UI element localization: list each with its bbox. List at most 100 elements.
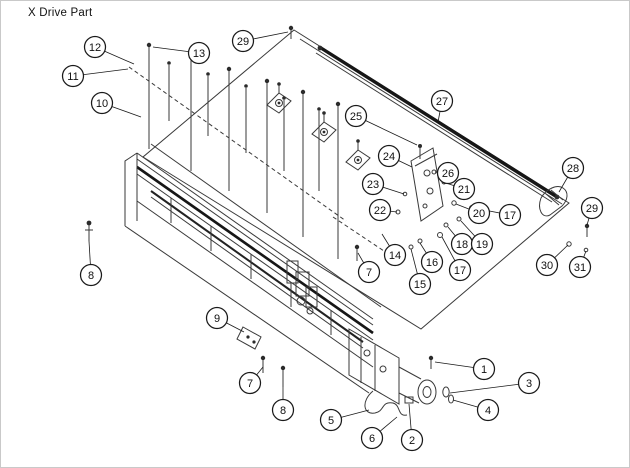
- callout-number: 14: [389, 250, 401, 262]
- page-title: X Drive Part: [28, 7, 93, 19]
- callout-balloon: [361, 172, 385, 196]
- callout-number: 28: [567, 163, 579, 175]
- lower-left-bracket: [236, 326, 286, 387]
- carriage-block: [286, 260, 318, 315]
- callout-3: 3: [449, 371, 541, 395]
- callout-number: 7: [247, 378, 253, 390]
- callout-balloon: [436, 161, 460, 185]
- callout-20: 20: [455, 201, 491, 225]
- callout-number: 20: [473, 208, 485, 220]
- callout-number: 17: [454, 265, 466, 277]
- callout-number: 30: [541, 260, 553, 272]
- callout-17: 17: [441, 236, 472, 282]
- callout-number: 7: [366, 267, 372, 279]
- callout-27: 27: [430, 89, 454, 123]
- callout-number: 26: [442, 168, 454, 180]
- callout-balloon: [205, 306, 229, 330]
- callout-balloon: [319, 408, 343, 432]
- callout-7: 7: [238, 366, 264, 395]
- callout-balloon: [452, 177, 476, 201]
- callout-number: 25: [350, 111, 362, 123]
- callout-number: 31: [574, 262, 586, 274]
- callout-balloon: [448, 258, 472, 282]
- callout-leader-line: [355, 115, 418, 146]
- callout-26: 26: [434, 161, 460, 185]
- callout-balloon: [368, 198, 392, 222]
- callout-18: 18: [447, 226, 474, 256]
- right-edge-screws: [566, 223, 590, 253]
- callout-balloon: [231, 29, 255, 53]
- callout-number: 27: [436, 96, 448, 108]
- callout-number: 12: [89, 42, 101, 54]
- callout-11: 11: [61, 64, 129, 88]
- callout-balloon: [344, 104, 368, 128]
- callout-number: 3: [526, 378, 532, 390]
- callout-balloon: [498, 203, 522, 227]
- callout-9: 9: [205, 306, 245, 333]
- callout-8: 8: [79, 240, 103, 287]
- left-screw: [85, 220, 93, 241]
- callout-10: 10: [90, 91, 142, 118]
- callout-balloon: [472, 357, 496, 381]
- callout-21: 21: [445, 177, 476, 201]
- callout-number: 15: [414, 279, 426, 291]
- callout-8: 8: [271, 387, 295, 422]
- callout-balloon: [476, 398, 500, 422]
- callout-23: 23: [361, 172, 405, 196]
- callout-balloon: [568, 255, 592, 279]
- callout-balloon: [420, 250, 444, 274]
- callout-number: 24: [383, 151, 395, 163]
- main-rail: [124, 143, 382, 394]
- callout-5: 5: [319, 408, 370, 432]
- rail-screws: [128, 42, 347, 259]
- callout-balloon: [187, 41, 211, 65]
- callout-balloon: [535, 253, 559, 277]
- callout-30: 30: [535, 244, 569, 277]
- callout-15: 15: [408, 248, 432, 296]
- callout-number: 18: [456, 239, 468, 251]
- callout-balloon: [83, 35, 107, 59]
- callout-balloon: [357, 260, 381, 284]
- callout-balloon: [467, 201, 491, 225]
- motor-assembly: [348, 328, 454, 416]
- mid-rail-screw: [354, 244, 360, 261]
- callout-number: 21: [458, 184, 470, 196]
- callout-number: 8: [88, 270, 94, 282]
- callout-balloon: [580, 196, 604, 220]
- callout-number: 5: [328, 415, 334, 427]
- callout-22: 22: [368, 198, 398, 222]
- callout-leader-line: [449, 382, 530, 394]
- callout-1: 1: [434, 357, 496, 381]
- callout-number: 29: [237, 36, 249, 48]
- callout-16: 16: [419, 242, 444, 274]
- callout-2: 2: [400, 403, 424, 452]
- callout-number: 9: [214, 313, 220, 325]
- callout-12: 12: [83, 35, 135, 65]
- callout-number: 10: [96, 98, 108, 110]
- callout-number: 22: [374, 205, 386, 217]
- callout-balloon: [79, 263, 103, 287]
- callout-29: 29: [580, 196, 604, 226]
- callout-balloon: [90, 91, 114, 115]
- callout-29: 29: [231, 29, 289, 53]
- diagram-artwork: [85, 25, 590, 416]
- callout-13: 13: [152, 41, 211, 65]
- callout-31: 31: [568, 250, 592, 279]
- callout-balloon: [238, 371, 262, 395]
- callout-25: 25: [344, 104, 418, 146]
- callout-number: 17: [504, 210, 516, 222]
- top-corner-screw: [288, 25, 294, 39]
- callout-balloon: [517, 371, 541, 395]
- callout-balloon: [408, 272, 432, 296]
- callout-balloon: [400, 428, 424, 452]
- callout-balloon: [470, 232, 494, 256]
- callout-number: 13: [193, 48, 205, 60]
- callout-balloon: [430, 89, 454, 113]
- callout-number: 1: [481, 364, 487, 376]
- callout-6: 6: [360, 416, 398, 450]
- callout-28: 28: [558, 156, 585, 193]
- callout-24: 24: [377, 144, 413, 168]
